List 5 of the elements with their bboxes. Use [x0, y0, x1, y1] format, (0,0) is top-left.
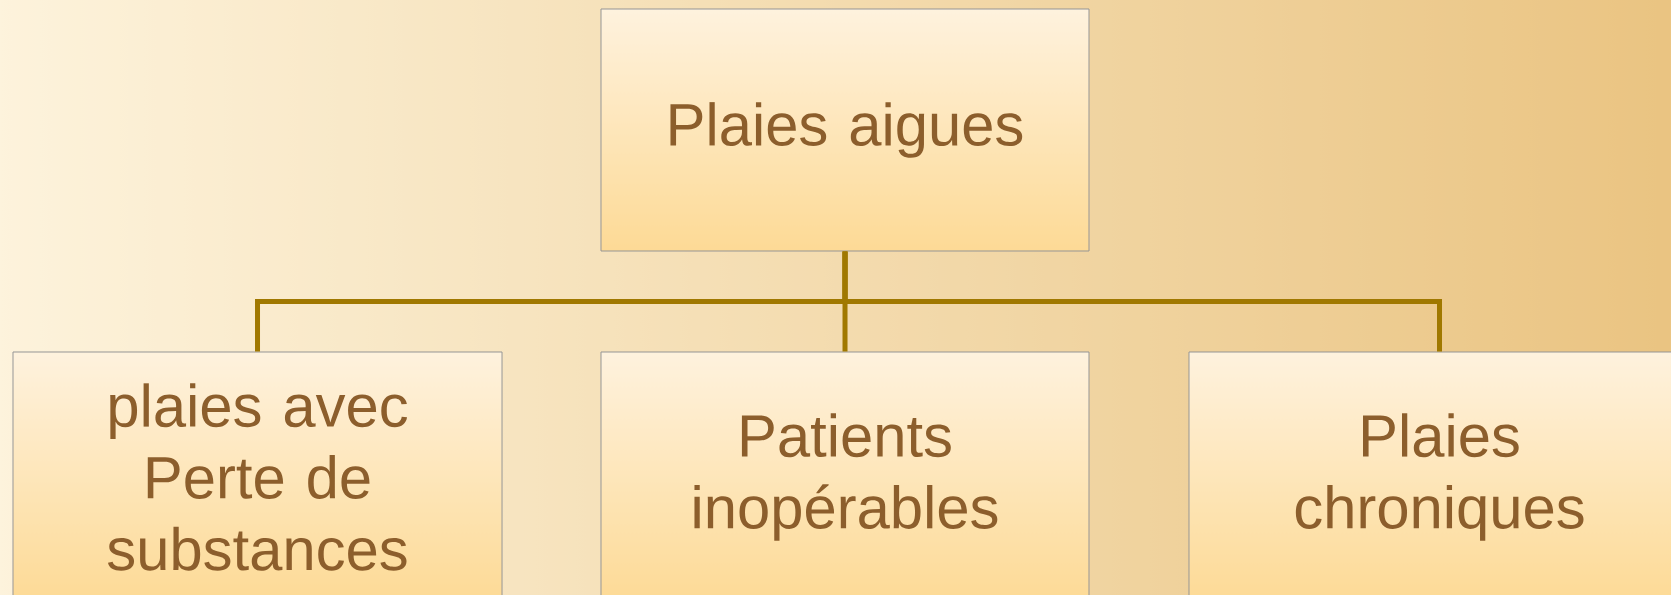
- connector-line: [842, 251, 1442, 352]
- category-box: Plaies chroniques: [1188, 351, 1671, 595]
- root-box: Plaies aigues: [600, 8, 1090, 252]
- category-box: Patients inopérables: [600, 351, 1090, 595]
- category-box: plaies avec Perte de substances: [12, 351, 503, 595]
